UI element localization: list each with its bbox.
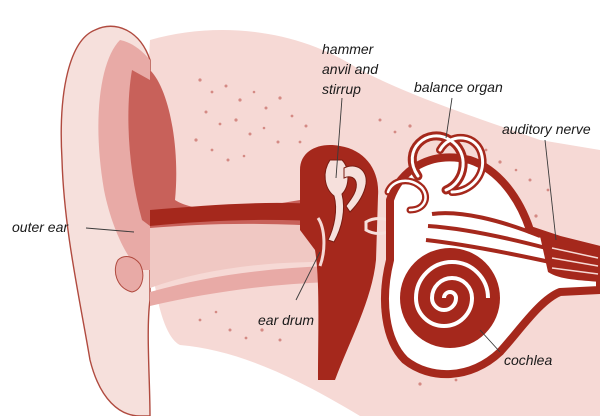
label-outer-ear: outer ear bbox=[12, 219, 69, 235]
label-auditory-nerve: auditory nerve bbox=[502, 121, 591, 137]
cochlea-spiral bbox=[400, 248, 500, 348]
label-anvil: anvil and bbox=[322, 61, 379, 77]
label-stirrup: stirrup bbox=[322, 81, 361, 97]
label-hammer: hammer bbox=[322, 41, 375, 57]
label-cochlea: cochlea bbox=[504, 352, 552, 368]
label-balance-organ: balance organ bbox=[414, 79, 503, 95]
label-ear-drum: ear drum bbox=[258, 312, 314, 328]
